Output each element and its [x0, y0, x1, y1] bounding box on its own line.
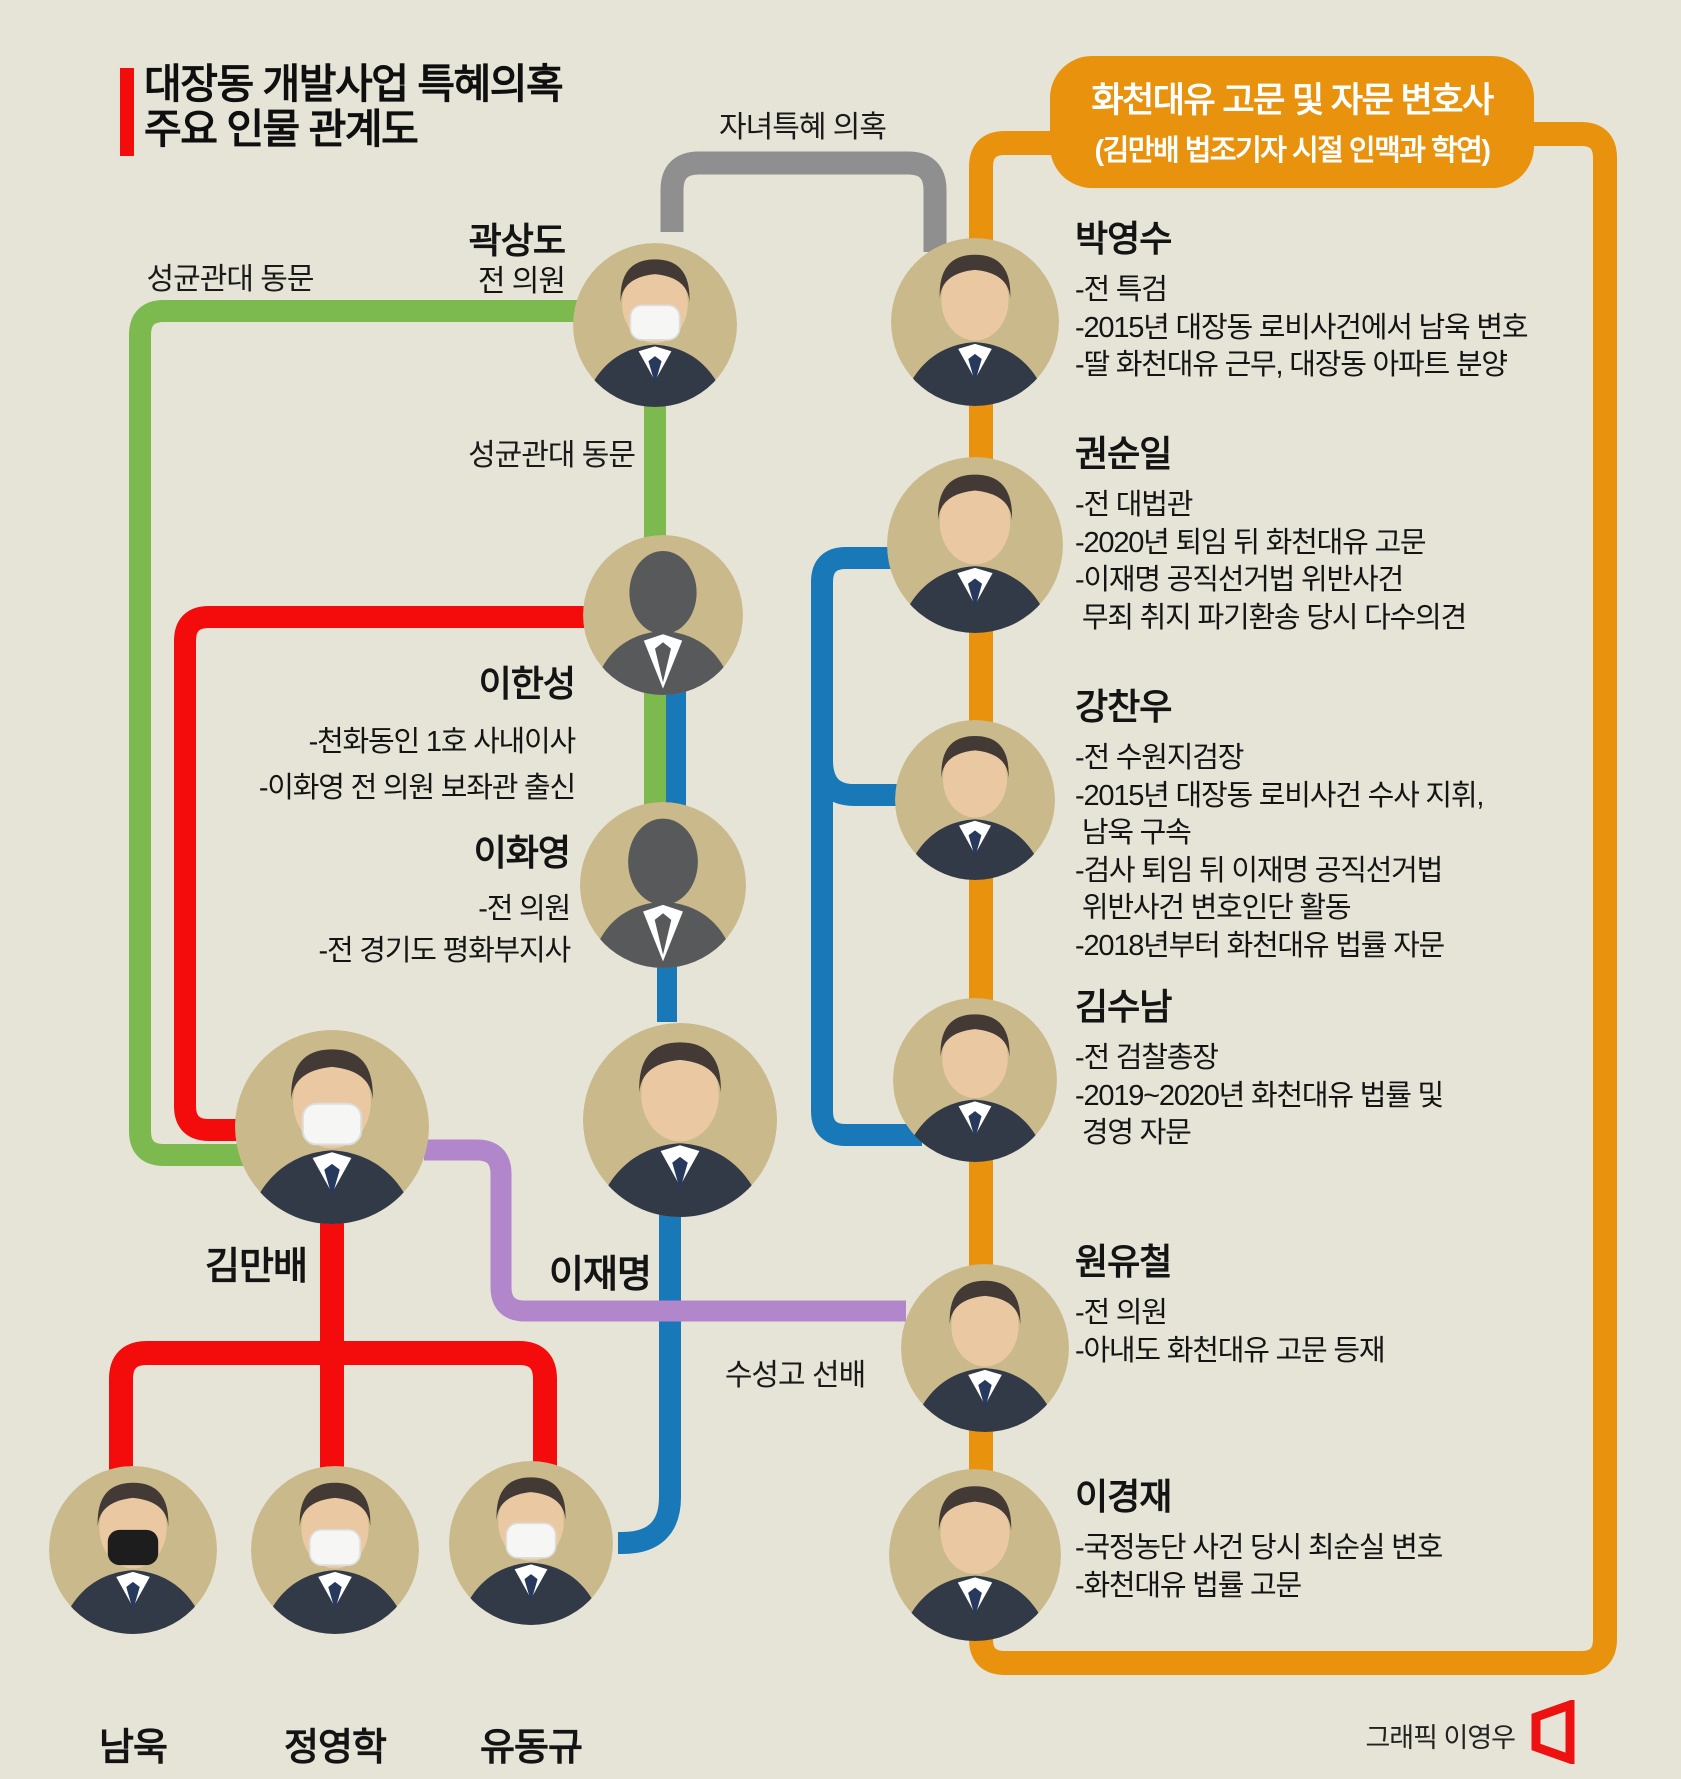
bio-bullet-line: -2018년부터 화천대유 법률 자문	[1075, 929, 1445, 962]
name-kwak-sang-do: 곽상도	[468, 220, 566, 261]
label-child-favor: 자녀특혜 의혹	[719, 111, 887, 144]
portrait-kwon-soon-il	[887, 457, 1063, 633]
name-jung-young-hak: 정영학	[284, 1727, 387, 1769]
bio-lee-hwa-young: 이화영 -전 의원 -전 경기도 평화부지사	[220, 824, 572, 972]
portrait-yoo-dong-gyu	[449, 1461, 613, 1625]
bio-bullets: -전 대법관 -2020년 퇴임 뒤 화천대유 고문 -이재명 공직선거법 위반사건…	[1075, 487, 1655, 637]
gray-child-favor-line	[660, 151, 947, 252]
bio-bullet-line: -전 수원지검장	[1075, 742, 1244, 774]
label-suseong-senior: 수성고 선배	[724, 1359, 866, 1392]
bio-bullet-line: -아내도 화천대유 고문 등재	[1075, 1334, 1386, 1367]
bio-bullet-line: -2015년 대장동 로비사건 수사 지휘,	[1075, 779, 1484, 812]
bio-bullet-line: -2015년 대장동 로비사건에서 남욱 변호	[1075, 311, 1529, 344]
title-accent-bar	[120, 68, 134, 156]
bio-kwon-soon-il: 권순일 -전 대법관 -2020년 퇴임 뒤 화천대유 고문 -이재명 공직선거법 …	[1075, 425, 1655, 637]
portrait-won-yoo-chul	[901, 1264, 1069, 1432]
name-kim-man-bae: 김만배	[205, 1246, 308, 1288]
name-won-yoo-chul: 원유철	[1075, 1241, 1172, 1282]
bio-bullets: -국정농단 사건 당시 최순실 변호 -화천대유 법률 고문	[1075, 1530, 1655, 1605]
advisor-box-line-2: (김만배 법조기자 시절 인맥과 학연)	[1094, 135, 1491, 167]
bio-bullet-line: 경영 자문	[1075, 1117, 1192, 1149]
label-sungkyunkwan-mid: 성균관대 동문	[468, 439, 636, 472]
bio-bullet-line: 남욱 구속	[1075, 817, 1192, 849]
bio-bullets: -전 수원지검장 -2015년 대장동 로비사건 수사 지휘, 남욱 구속 -검사 …	[1075, 740, 1655, 965]
portrait-nam-wook	[49, 1466, 217, 1634]
advisor-box: 화천대유 고문 및 자문 변호사 (김만배 법조기자 시절 인맥과 학연)	[1050, 56, 1534, 188]
purple-suseong-line	[424, 1139, 906, 1322]
portrait-park-young-soo	[891, 238, 1059, 406]
red-hanseong-kimmanbae-line	[174, 606, 587, 1141]
portrait-lee-kyung-jae	[889, 1469, 1061, 1641]
name-lee-han-seong: 이한성	[478, 663, 576, 704]
bio-bullet-line: -이화영 전 의원 보좌관 출신	[258, 772, 576, 804]
title-line-1: 대장동 개발사업 특혜의혹	[144, 61, 564, 107]
bio-bullet-line: -천화동인 1호 사내이사	[308, 726, 577, 758]
bio-bullet-line: -전 경기도 평화부지사	[318, 935, 572, 967]
bio-bullets: -전 특검 -2015년 대장동 로비사건에서 남욱 변호 -딸 화천대유 근무, …	[1075, 272, 1655, 385]
bio-bullet-line: -전 대법관	[1075, 489, 1193, 521]
name-lee-kyung-jae: 이경재	[1075, 1476, 1172, 1517]
name-yoo-dong-gyu: 유동규	[480, 1727, 583, 1769]
bio-bullet-line: -전 검찰총장	[1075, 1042, 1219, 1074]
green-alumni-loop-line	[129, 300, 579, 1166]
label-sungkyunkwan-top: 성균관대 동문	[146, 263, 315, 296]
portrait-jung-young-hak	[251, 1466, 419, 1634]
bio-bullet-line: -화천대유 법률 고문	[1075, 1569, 1302, 1602]
role-kwak-sang-do: 전 의원	[477, 265, 566, 298]
blue-kwon-line	[811, 547, 922, 1146]
portrait-lee-jae-myung	[583, 1023, 777, 1217]
bio-bullet-line: -검사 퇴임 뒤 이재명 공직선거법	[1075, 854, 1443, 887]
title-line-2: 주요 인물 관계도	[144, 106, 419, 152]
portrait-kim-soo-nam	[893, 998, 1057, 1162]
portrait-kwak-sang-do	[573, 243, 737, 407]
blue-jaemyung-yoo-line	[618, 1212, 681, 1554]
bio-lee-kyung-jae: 이경재 -국정농단 사건 당시 최순실 변호 -화천대유 법률 고문	[1075, 1468, 1655, 1605]
bio-bullets: -천화동인 1호 사내이사 -이화영 전 의원 보좌관 출신	[220, 719, 577, 811]
name-kim-soo-nam: 김수남	[1075, 986, 1172, 1027]
credit-text: 그래픽 이영우	[1365, 1723, 1516, 1753]
portrait-kim-man-bae	[235, 1030, 429, 1224]
name-lee-hwa-young: 이화영	[473, 832, 571, 873]
portrait-kang-chan-woo	[895, 720, 1055, 880]
bio-bullets: -전 의원 -아내도 화천대유 고문 등재	[1075, 1295, 1655, 1370]
portrait-lee-han-seong	[583, 535, 743, 695]
bio-lee-han-seong: 이한성 -천화동인 1호 사내이사 -이화영 전 의원 보좌관 출신	[220, 655, 577, 811]
name-lee-jae-myung: 이재명	[549, 1254, 652, 1296]
blue-kang-branch-line	[811, 759, 900, 806]
bio-bullet-line: -딸 화천대유 근무, 대장동 아파트 분양	[1075, 349, 1508, 381]
bio-bullet-line: 위반사건 변호인단 활동	[1075, 892, 1352, 924]
name-park-young-soo: 박영수	[1075, 218, 1172, 259]
bio-bullet-line: -전 의원	[478, 893, 571, 925]
bio-kang-chan-woo: 강찬우 -전 수원지검장 -2015년 대장동 로비사건 수사 지휘, 남욱 구속…	[1075, 678, 1655, 965]
bio-bullet-line: -전 특검	[1075, 274, 1168, 306]
page-title: 대장동 개발사업 특혜의혹 주요 인물 관계도	[120, 61, 564, 156]
bio-bullet-line: 무죄 취지 파기환송 당시 다수의견	[1075, 601, 1467, 634]
advisor-box-line-1: 화천대유 고문 및 자문 변호사	[1091, 81, 1494, 120]
bio-bullets: -전 의원 -전 경기도 평화부지사	[220, 888, 572, 972]
bio-bullet-line: -2019~2020년 화천대유 법률 및	[1075, 1079, 1444, 1112]
press-logo-icon	[1531, 1700, 1575, 1764]
bio-bullet-line: -국정농단 사건 당시 최순실 변호	[1075, 1532, 1443, 1564]
bio-park-young-soo: 박영수 -전 특검 -2015년 대장동 로비사건에서 남욱 변호 -딸 화천대유 …	[1075, 210, 1655, 385]
name-kwon-soon-il: 권순일	[1075, 433, 1172, 474]
portrait-lee-hwa-young	[580, 802, 746, 968]
bio-kim-soo-nam: 김수남 -전 검찰총장 -2019~2020년 화천대유 법률 및 경영 자문	[1075, 978, 1655, 1153]
name-nam-wook: 남욱	[99, 1727, 168, 1769]
bio-bullet-line: -2020년 퇴임 뒤 화천대유 고문	[1075, 526, 1427, 559]
name-kang-chan-woo: 강찬우	[1075, 686, 1172, 727]
bio-won-yoo-chul: 원유철 -전 의원 -아내도 화천대유 고문 등재	[1075, 1233, 1655, 1370]
bio-bullet-line: -전 의원	[1075, 1297, 1168, 1329]
bio-bullets: -전 검찰총장 -2019~2020년 화천대유 법률 및 경영 자문	[1075, 1040, 1655, 1153]
orange-advisor-loop-line	[969, 122, 1617, 1675]
bio-bullet-line: -이재명 공직선거법 위반사건	[1075, 564, 1404, 596]
